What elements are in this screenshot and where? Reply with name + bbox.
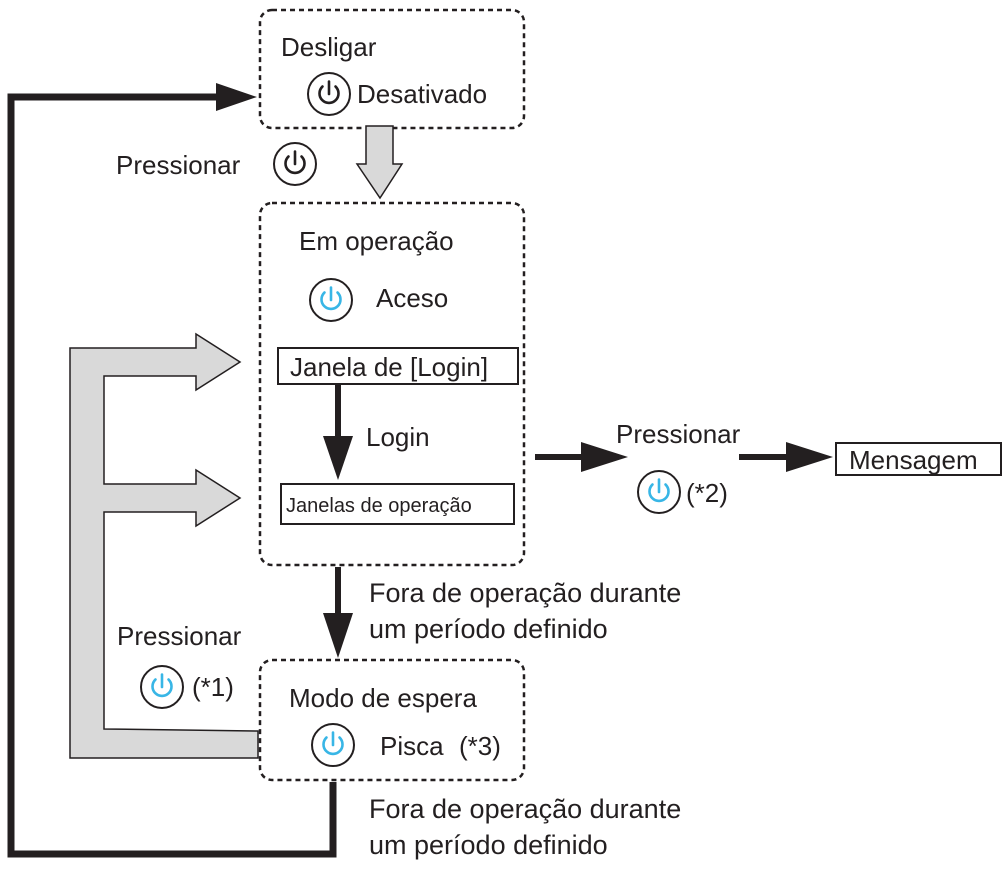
power-icon-blinking [311, 723, 355, 767]
power-icon-press-right [637, 470, 681, 514]
idle-1-line-1: Fora de operação durante [369, 578, 681, 608]
return-to-off-path [7, 83, 337, 858]
press-down-arrow [355, 125, 404, 200]
operating-state-box [258, 201, 526, 567]
message-arrow [739, 442, 833, 472]
press-right-label: Pressionar [616, 419, 741, 449]
wake-return-arrows [69, 332, 259, 759]
login-window-box [277, 347, 519, 385]
press-right-note: (*2) [686, 478, 728, 508]
power-icon-lit [309, 278, 353, 322]
idle-2-line-2: um período definido [369, 830, 608, 860]
power-icon-off [307, 72, 351, 116]
operating-title: Em operação [299, 226, 454, 256]
power-icon-press-top [273, 142, 317, 186]
idle-1-line-2: um período definido [369, 614, 608, 644]
operation-windows-label: Janelas de operação [286, 495, 472, 517]
standby-status: Pisca [380, 731, 444, 761]
standby-title: Modo de espera [289, 683, 477, 713]
press-right-arrow [535, 442, 628, 472]
operating-status: Aceso [376, 283, 448, 313]
standby-state-box [258, 658, 526, 782]
press-left-note: (*1) [192, 672, 234, 702]
press-top-label: Pressionar [116, 150, 241, 180]
operation-windows-box [280, 483, 515, 525]
message-box [835, 442, 1002, 476]
login-arrow [323, 384, 353, 480]
message-label: Mensagem [849, 445, 978, 475]
login-window-label: Janela de [Login] [290, 352, 488, 382]
login-step-label: Login [366, 422, 430, 452]
power-icon-press-left [140, 665, 184, 709]
off-title: Desligar [281, 32, 377, 62]
off-status: Desativado [357, 79, 487, 109]
idle-2-line-1: Fora de operação durante [369, 794, 681, 824]
idle-arrow-1 [323, 567, 353, 658]
standby-note: (*3) [459, 731, 501, 761]
off-state-box [258, 8, 526, 130]
press-left-label: Pressionar [117, 621, 242, 651]
